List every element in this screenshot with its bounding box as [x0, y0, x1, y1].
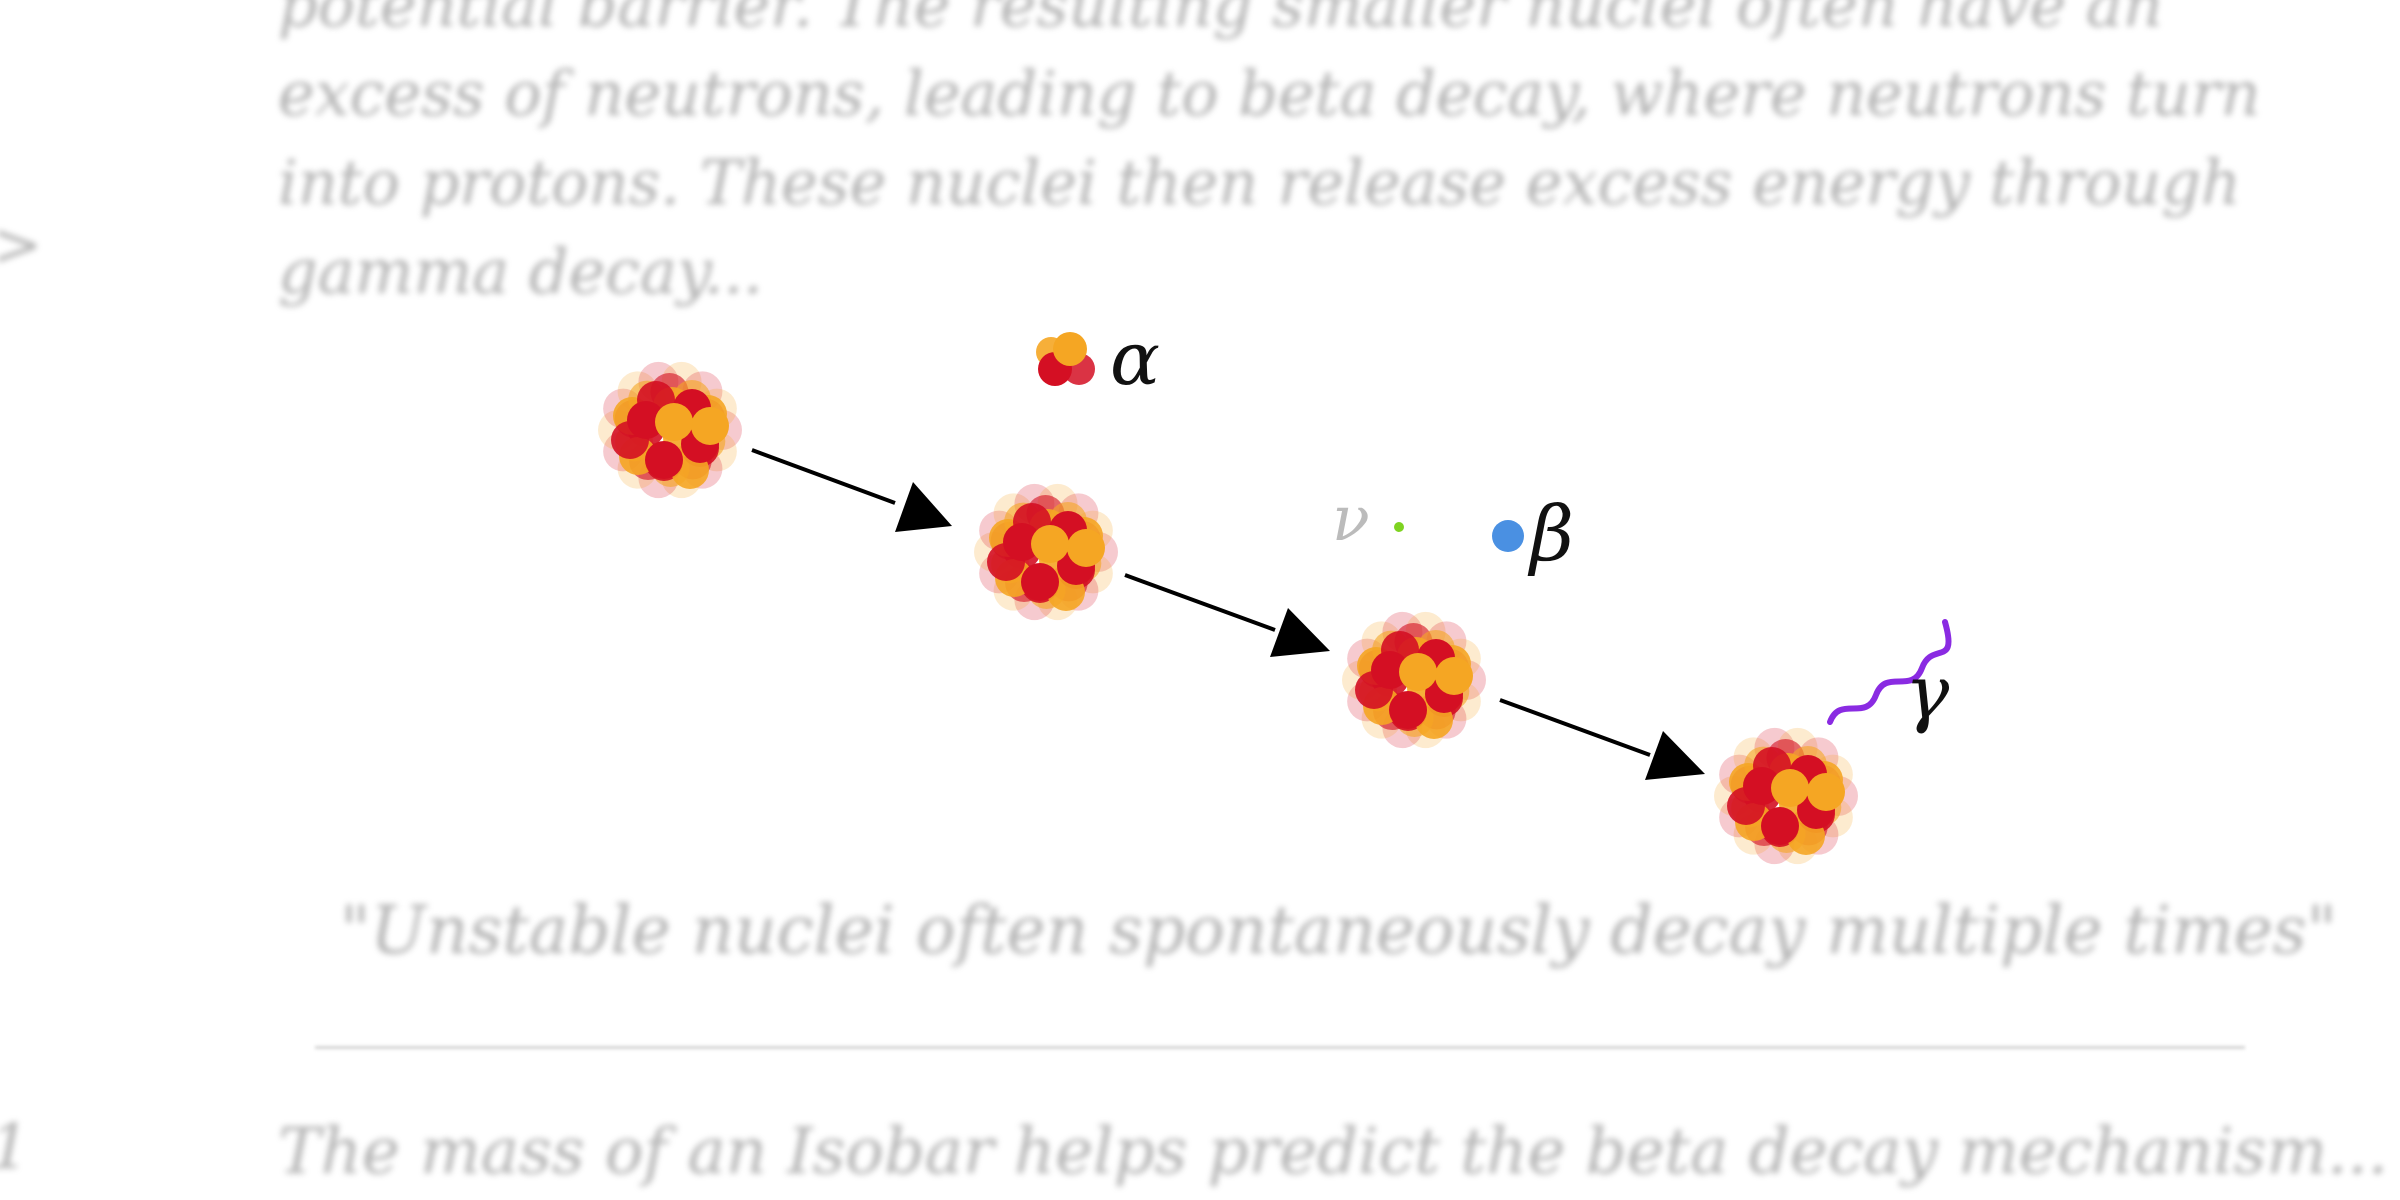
arrowhead-icon [1270, 608, 1330, 657]
neutron-icon [691, 407, 729, 445]
decay-arrows [751, 448, 1705, 780]
nuclei-group [598, 361, 1858, 865]
bottom-paragraph: The mass of an Isobar helps predict the … [278, 1115, 2389, 1189]
section-divider [315, 1046, 2245, 1049]
side-mark: 1 [0, 1110, 29, 1183]
alpha-particle-icon [1036, 332, 1095, 386]
proton-icon [1389, 691, 1427, 729]
paragraph-line: excess of neutrons, leading to beta deca… [278, 57, 2261, 130]
neutron-icon [1807, 773, 1845, 811]
arrowhead-icon [1645, 731, 1705, 780]
neutron-icon [1031, 525, 1069, 563]
paragraph-line: into protons. These nuclei then release … [278, 146, 2241, 219]
neutron-icon [1399, 653, 1437, 691]
decay-arrow [1499, 698, 1651, 757]
neutron-icon [1067, 529, 1105, 567]
beta-particle-icon [1492, 520, 1524, 552]
diagram-caption: "Unstable nuclei often spontaneously dec… [340, 892, 2337, 969]
nucleus-icon [1342, 611, 1486, 749]
side-mark: > [0, 210, 42, 280]
proton-icon [1761, 807, 1799, 845]
neutron-icon [655, 403, 693, 441]
nucleus-icon [1714, 727, 1858, 865]
arrowhead-icon [895, 482, 952, 532]
neutrino-label: ν [1332, 482, 1370, 555]
paragraph-line: potential barrier. The resulting smaller… [278, 0, 2163, 41]
nucleus-icon [598, 361, 742, 499]
paragraph-line: gamma decay... [278, 235, 763, 308]
background-paragraph: potential barrier. The resulting smaller… [278, 0, 2378, 316]
nucleus-icon [974, 483, 1118, 621]
gamma-wave-icon [1827, 619, 1952, 725]
neutron-icon [1771, 769, 1809, 807]
alpha-label: α [1110, 316, 1160, 402]
gamma-label: γ [1905, 650, 1950, 736]
beta-label: β [1527, 489, 1574, 578]
decay-arrow [1124, 573, 1276, 632]
proton-icon [1371, 651, 1409, 689]
proton-icon [1743, 767, 1781, 805]
proton-icon [1021, 563, 1059, 601]
proton-icon [645, 441, 683, 479]
proton-icon [1003, 523, 1041, 561]
proton-icon [627, 401, 665, 439]
neutron-icon [1435, 657, 1473, 695]
neutrino-icon [1394, 522, 1404, 532]
decay-arrow [751, 448, 896, 505]
